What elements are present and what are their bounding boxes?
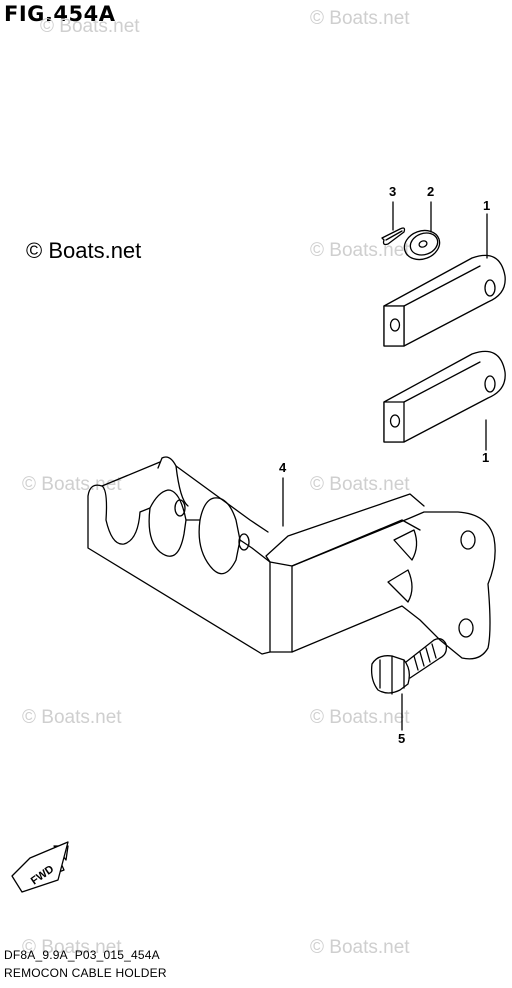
watermark: © Boats.net bbox=[22, 707, 122, 728]
part-1-cable-joint-upper[interactable] bbox=[383, 254, 506, 347]
part-3-cotter-pin[interactable] bbox=[381, 227, 406, 246]
callout-5: 5 bbox=[398, 731, 406, 746]
callout-1-bottom: 1 bbox=[482, 450, 490, 465]
watermark: © Boats.net bbox=[310, 8, 410, 29]
callout-2: 2 bbox=[427, 184, 435, 199]
part-5-flange-bolt[interactable] bbox=[370, 638, 448, 695]
watermark: © Boats.net bbox=[40, 16, 140, 37]
figure-code: DF8A_9.9A_P03_015_454A bbox=[4, 948, 160, 962]
copyright-notice: © Boats.net bbox=[26, 238, 142, 263]
callout-1-top: 1 bbox=[483, 198, 491, 213]
watermark: © Boats.net bbox=[22, 474, 122, 495]
watermark: © Boats.net bbox=[310, 474, 410, 495]
fwd-arrow-icon bbox=[11, 841, 69, 893]
figure-name: REMOCON CABLE HOLDER bbox=[4, 966, 167, 980]
part-1-cable-joint-lower[interactable] bbox=[383, 350, 506, 443]
watermark: © Boats.net bbox=[310, 707, 410, 728]
part-2-washer[interactable] bbox=[400, 226, 443, 265]
watermark: © Boats.net bbox=[310, 240, 410, 261]
callout-4: 4 bbox=[279, 460, 287, 475]
callout-3: 3 bbox=[389, 184, 397, 199]
figure-title: FIG.454A bbox=[4, 2, 116, 26]
watermark: © Boats.net bbox=[22, 937, 122, 958]
part-4-cable-holder-bracket[interactable] bbox=[87, 456, 496, 660]
watermark: © Boats.net bbox=[310, 937, 410, 958]
